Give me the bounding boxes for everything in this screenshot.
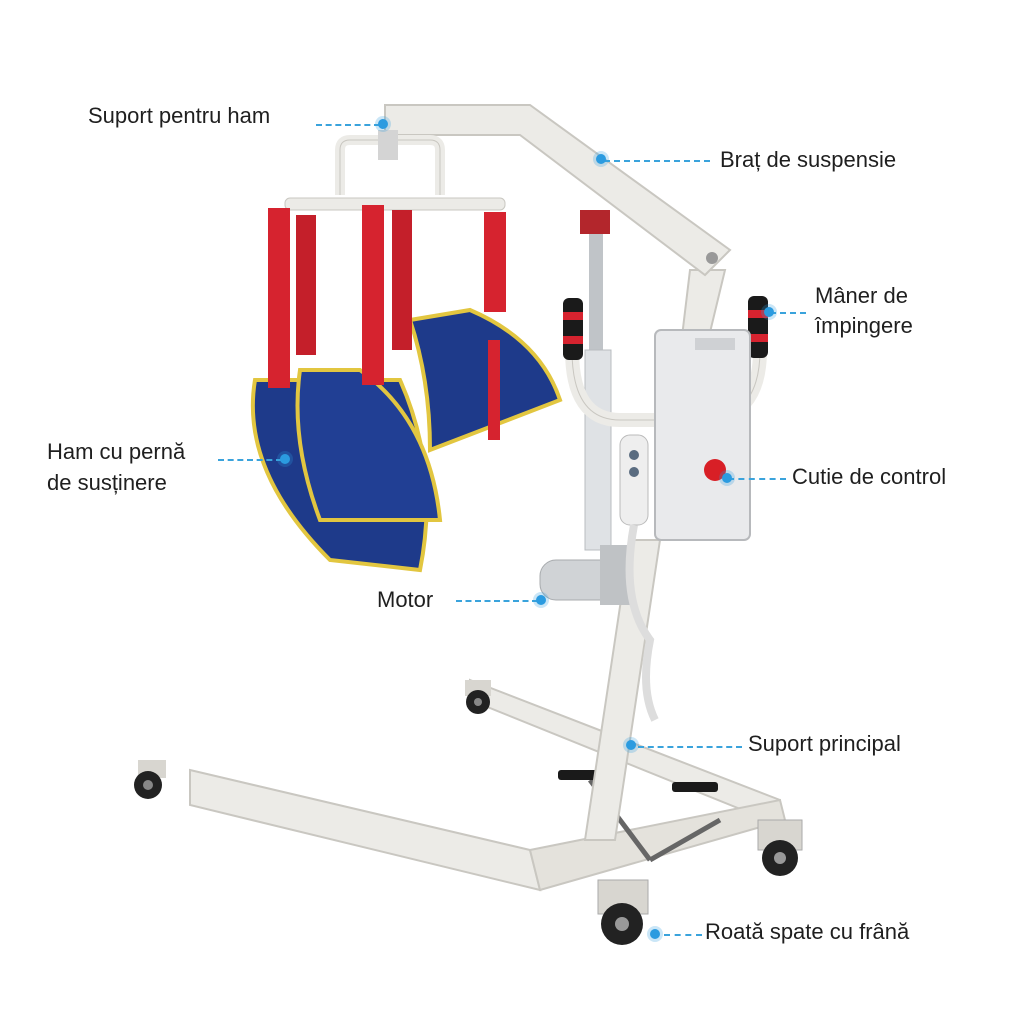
label-suspension-arm: Braț de suspensie — [720, 147, 897, 172]
label-sling-line2: de susținere — [47, 470, 167, 495]
label-push-handle-line1: Mâner de — [815, 283, 908, 308]
dot-control-box — [722, 473, 732, 483]
dot-main-support — [626, 740, 636, 750]
dot-motor — [536, 595, 546, 605]
leader-rear-wheel — [664, 934, 702, 936]
actuator — [580, 210, 612, 551]
rear-wheel-with-brake — [597, 879, 649, 945]
label-motor: Motor — [377, 587, 434, 612]
dot-sling — [280, 454, 290, 464]
dot-suspension-arm — [596, 154, 606, 164]
label-harness-support: Suport pentru ham — [88, 103, 271, 128]
leader-sling — [218, 459, 282, 461]
leader-suspension-arm — [604, 160, 710, 162]
label-push-handle-line2: împingere — [815, 313, 913, 338]
label-main-support: Suport principal — [748, 731, 901, 756]
label-sling-line1: Ham cu pernă — [47, 439, 186, 464]
leader-motor — [456, 600, 538, 602]
sling-shape — [250, 205, 563, 573]
leader-push-handle — [770, 312, 806, 314]
front-left-wheel — [134, 760, 166, 799]
label-control-box: Cutie de control — [792, 464, 947, 489]
control-box-shape — [619, 329, 751, 722]
leader-control-box — [728, 478, 786, 480]
dot-push-handle — [764, 307, 774, 317]
leader-harness-support — [316, 124, 380, 126]
front-right-wheel — [465, 680, 491, 714]
rear-right-wheel — [757, 819, 803, 876]
dot-rear-wheel — [650, 929, 660, 939]
leader-main-support — [638, 746, 742, 748]
motor-shape — [539, 545, 631, 605]
dot-harness-support — [378, 119, 388, 129]
label-rear-wheel: Roată spate cu frână — [705, 919, 910, 944]
spreader-bar — [284, 130, 506, 211]
